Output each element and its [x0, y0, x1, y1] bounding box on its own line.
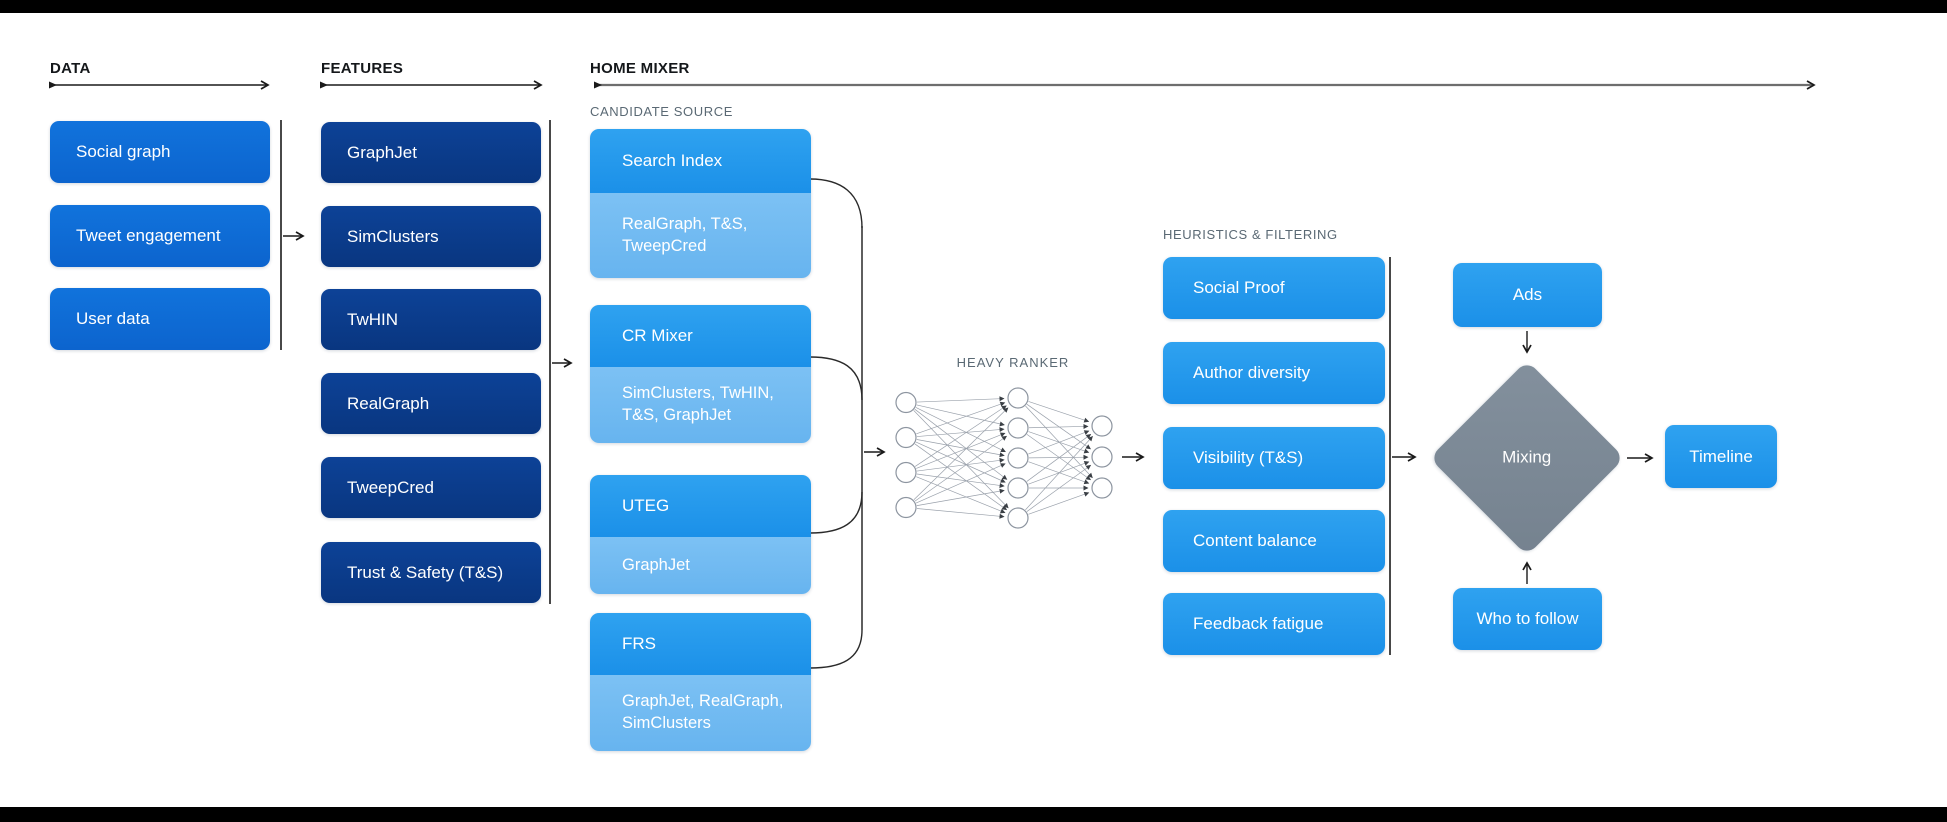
section-header-data: DATA: [50, 60, 91, 77]
node-realgraph: RealGraph: [321, 373, 541, 434]
card-uteg-sources: GraphJet: [590, 537, 811, 594]
card-cr-mixer-title: CR Mixer: [590, 305, 811, 367]
card-search-index: Search Index RealGraph, T&S, TweepCred: [590, 129, 811, 278]
cr-mixer-connector: [809, 356, 863, 401]
card-search-index-sources: RealGraph, T&S, TweepCred: [590, 193, 811, 278]
card-search-index-title: Search Index: [590, 129, 811, 193]
node-feedback-fatigue: Feedback fatigue: [1163, 593, 1385, 655]
node-tweepcred: TweepCred: [321, 457, 541, 518]
node-simclusters: SimClusters: [321, 206, 541, 267]
label-heuristics: HEURISTICS & FILTERING: [1163, 227, 1338, 242]
uteg-connector: [809, 491, 863, 534]
bottom-black-bar: [0, 807, 1947, 822]
node-social-graph: Social graph: [50, 121, 270, 183]
card-cr-mixer-sources: SimClusters, TwHIN, T&S, GraphJet: [590, 367, 811, 443]
label-heavy-ranker: HEAVY RANKER: [956, 355, 1070, 370]
card-uteg-title: UTEG: [590, 475, 811, 537]
node-social-proof: Social Proof: [1163, 257, 1385, 319]
section-header-home-mixer: HOME MIXER: [590, 60, 690, 77]
top-black-bar: [0, 0, 1947, 13]
node-user-data: User data: [50, 288, 270, 350]
section-header-features: FEATURES: [321, 60, 404, 77]
node-mixing: Mixing: [1429, 360, 1625, 556]
node-timeline: Timeline: [1665, 425, 1777, 488]
frs-connector: [809, 629, 863, 669]
label-candidate-source: CANDIDATE SOURCE: [590, 104, 733, 119]
node-trust-safety: Trust & Safety (T&S): [321, 542, 541, 603]
card-frs: FRS GraphJet, RealGraph, SimClusters: [590, 613, 811, 751]
node-author-diversity: Author diversity: [1163, 342, 1385, 404]
card-uteg: UTEG GraphJet: [590, 475, 811, 594]
node-twhin: TwHIN: [321, 289, 541, 350]
card-frs-sources: GraphJet, RealGraph, SimClusters: [590, 675, 811, 751]
node-content-balance: Content balance: [1163, 510, 1385, 572]
node-graphjet: GraphJet: [321, 122, 541, 183]
card-frs-title: FRS: [590, 613, 811, 675]
node-ads: Ads: [1453, 263, 1602, 327]
card-cr-mixer: CR Mixer SimClusters, TwHIN, T&S, GraphJ…: [590, 305, 811, 443]
node-mixing-label: Mixing: [1502, 448, 1552, 467]
search-index-connector: [809, 178, 863, 229]
neural-network: [895, 387, 1113, 529]
node-tweet-engagement: Tweet engagement: [50, 205, 270, 267]
node-who-to-follow: Who to follow: [1453, 588, 1602, 650]
node-visibility-ts: Visibility (T&S): [1163, 427, 1385, 489]
